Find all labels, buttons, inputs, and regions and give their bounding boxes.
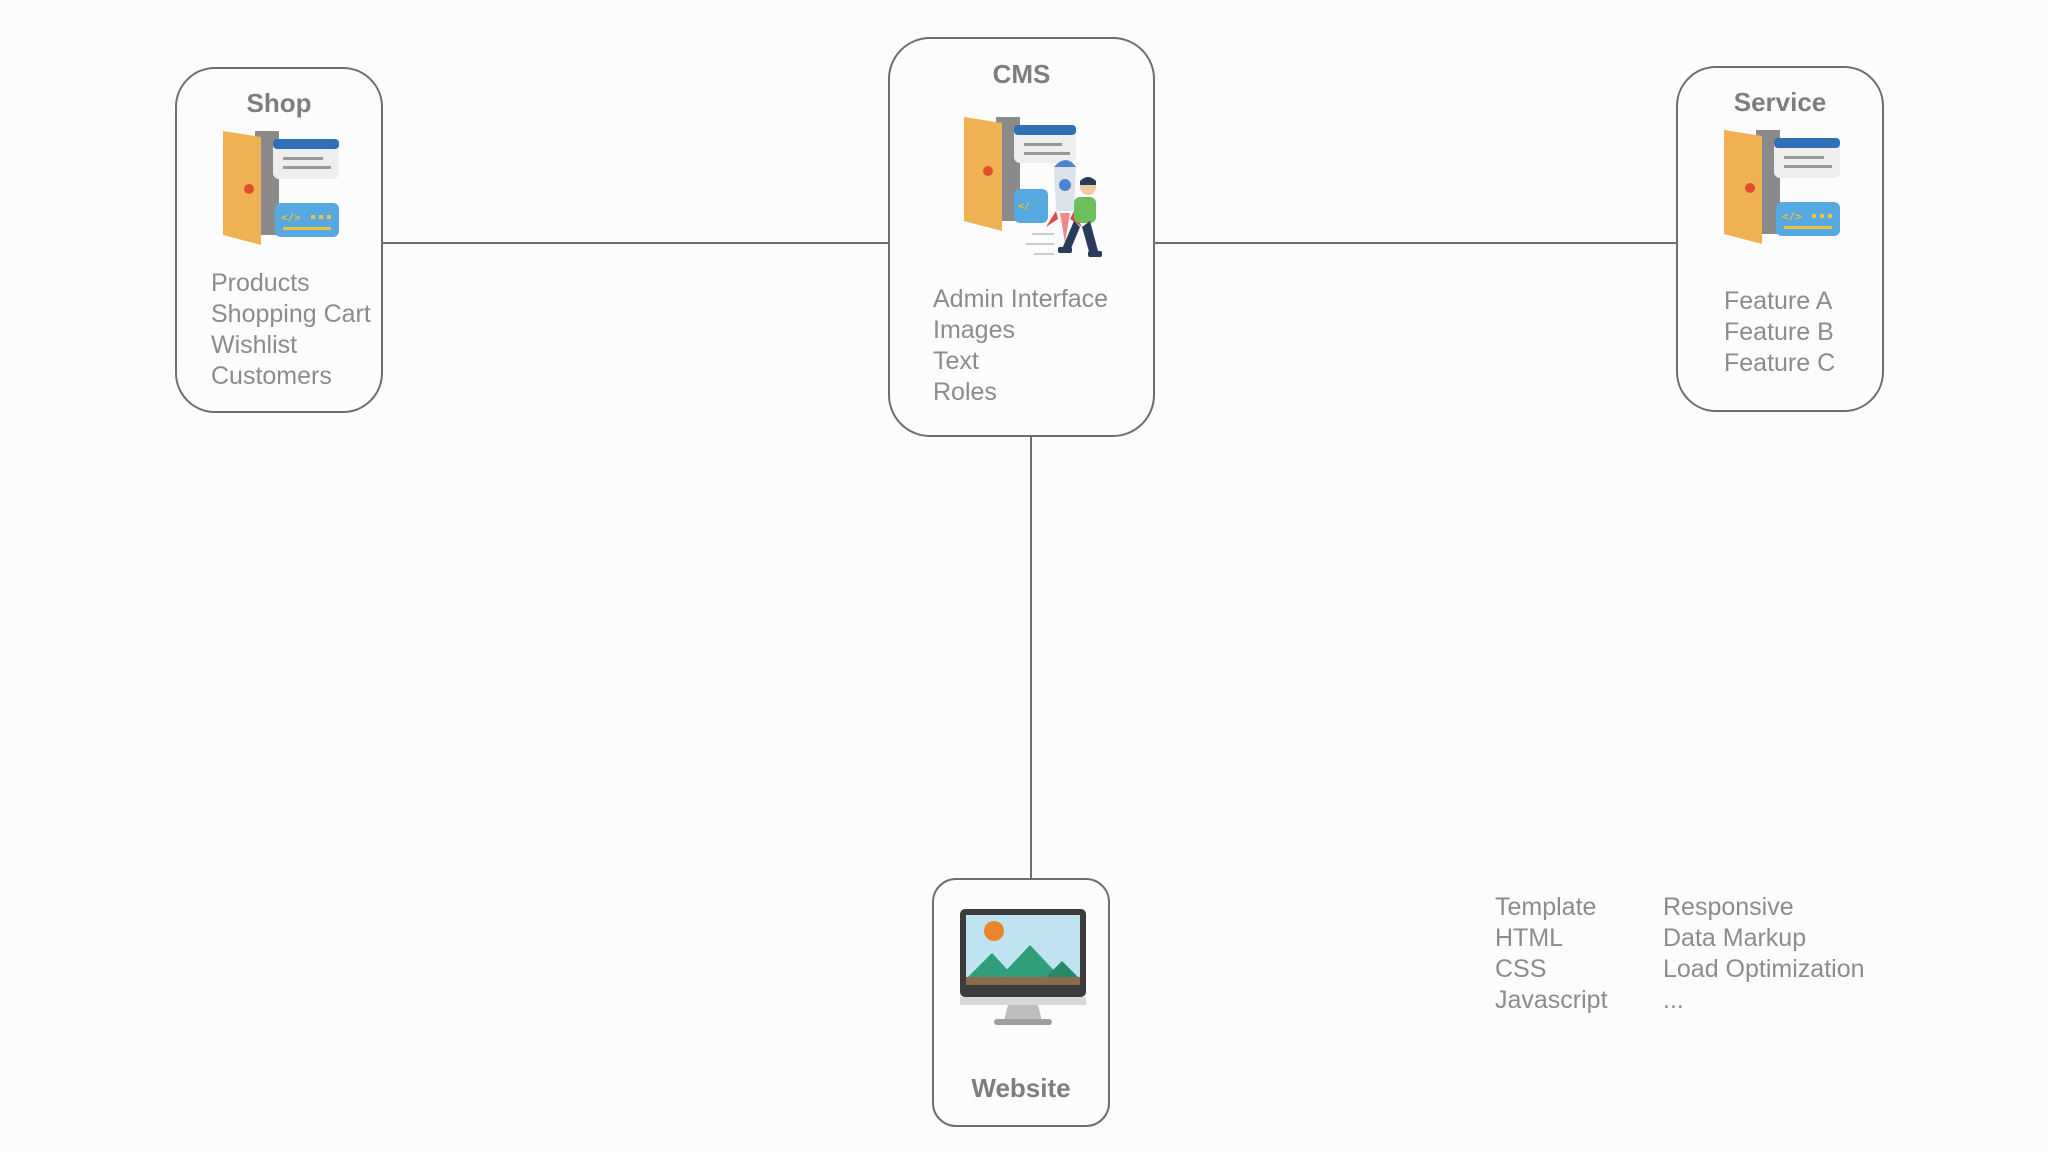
door-code-window-icon: </> <box>223 131 339 245</box>
item-feature-c: Feature C <box>1724 349 1836 377</box>
item-text: Text <box>933 347 979 375</box>
item-feature-b: Feature B <box>1724 318 1834 346</box>
item-products: Products <box>211 269 310 297</box>
note-template: Template <box>1495 893 1597 921</box>
node-shop[interactable]: Shop </> Products Shopping Cart Wishlist… <box>175 67 383 413</box>
svg-text:</>: </> <box>1782 210 1802 223</box>
item-images: Images <box>933 316 1015 344</box>
note-data-markup: Data Markup <box>1663 924 1807 952</box>
node-cms[interactable]: CMS </ Admin Interface Images Text Roles <box>888 37 1155 437</box>
monitor-landscape-icon <box>960 909 1086 1025</box>
node-website[interactable]: Website <box>932 878 1110 1127</box>
notes-column-1: Template HTML CSS Javascript <box>1495 892 1608 1016</box>
note-load-optimization: Load Optimization <box>1663 955 1865 983</box>
item-customers: Customers <box>211 362 332 390</box>
item-feature-a: Feature A <box>1724 287 1833 315</box>
door-code-window-icon: </> <box>1724 130 1840 244</box>
node-items: Feature A Feature B Feature C <box>1724 286 1835 379</box>
item-wishlist: Wishlist <box>211 331 298 359</box>
item-admin-interface: Admin Interface <box>933 285 1109 313</box>
item-shopping-cart: Shopping Cart <box>211 300 371 328</box>
note-ellipsis: ... <box>1663 986 1684 1014</box>
door-rocket-person-icon: </ <box>964 117 1102 257</box>
note-javascript: Javascript <box>1495 986 1608 1014</box>
node-items: Products Shopping Cart Wishlist Customer… <box>211 268 371 392</box>
svg-text:</>: </> <box>281 211 301 224</box>
item-roles: Roles <box>933 378 997 406</box>
note-responsive: Responsive <box>1663 893 1794 921</box>
svg-text:</: </ <box>1018 201 1030 212</box>
note-css: CSS <box>1495 955 1547 983</box>
node-title: Website <box>971 1073 1071 1103</box>
note-html: HTML <box>1495 924 1564 952</box>
node-title: Service <box>1733 87 1827 117</box>
node-title: CMS <box>992 59 1051 89</box>
node-title: Shop <box>246 88 312 118</box>
node-service[interactable]: Service </> Feature A Feature B Feature … <box>1676 66 1884 412</box>
node-items: Admin Interface Images Text Roles <box>933 284 1108 408</box>
notes-column-2: Responsive Data Markup Load Optimization… <box>1663 892 1865 1016</box>
